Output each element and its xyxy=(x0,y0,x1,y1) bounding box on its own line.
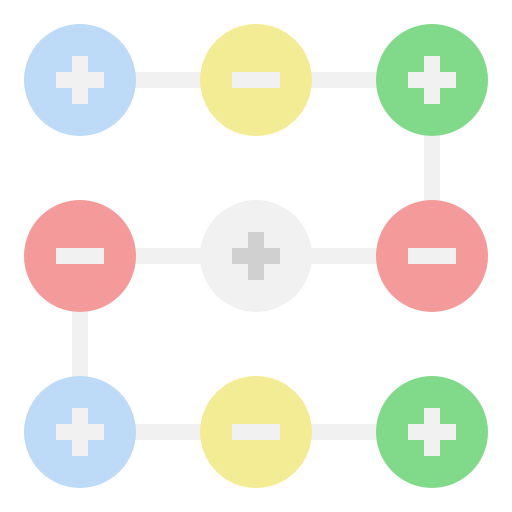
minus-icon xyxy=(232,72,280,88)
minus-icon xyxy=(56,248,104,264)
node-top-center xyxy=(200,24,312,136)
node-bottom-right xyxy=(376,376,488,488)
minus-icon xyxy=(232,424,280,440)
node-center xyxy=(200,200,312,312)
node-bottom-center xyxy=(200,376,312,488)
node-bottom-left xyxy=(24,376,136,488)
minus-icon xyxy=(408,248,456,264)
node-top-right xyxy=(376,24,488,136)
node-middle-right xyxy=(376,200,488,312)
node-top-left xyxy=(24,24,136,136)
node-middle-left xyxy=(24,200,136,312)
